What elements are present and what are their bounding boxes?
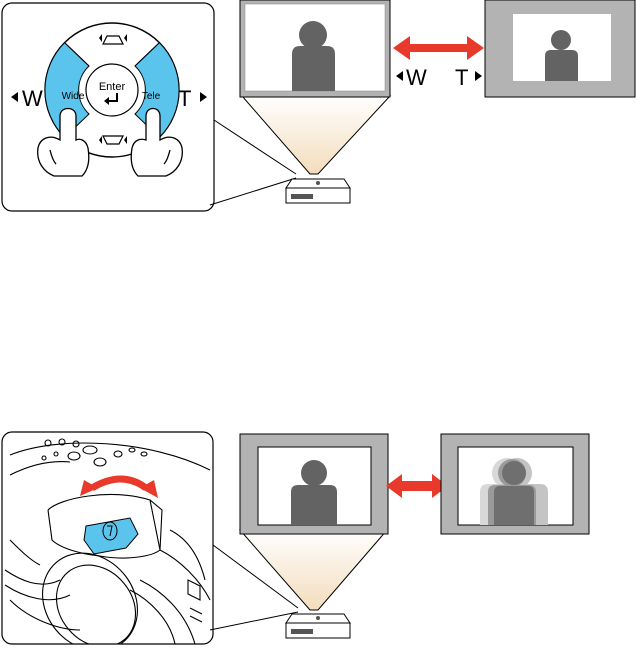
screen-w-label: W bbox=[406, 65, 427, 90]
focus-double-arrow bbox=[386, 474, 448, 498]
projected-screen-wide bbox=[240, 0, 390, 97]
person-silhouette-head bbox=[299, 21, 327, 49]
zoom-diagram: Enter Wide Tele W T bbox=[0, 0, 636, 215]
remote-w-label: W bbox=[22, 86, 43, 111]
remote-t-label: T bbox=[178, 86, 191, 111]
zoom-diagram-svg: Enter Wide Tele W T bbox=[0, 0, 636, 215]
focus-diagram-svg bbox=[0, 430, 636, 649]
projector-icon bbox=[286, 614, 350, 638]
screen-t-label: T bbox=[455, 65, 468, 90]
person-silhouette-head bbox=[301, 460, 327, 486]
wide-button-label: Wide bbox=[62, 91, 85, 102]
projected-screen-blurred bbox=[441, 434, 589, 534]
arrow-left-icon bbox=[396, 71, 403, 81]
projected-screen-sharp bbox=[240, 434, 388, 534]
focus-diagram bbox=[0, 430, 636, 649]
person-silhouette-body bbox=[291, 485, 337, 525]
person-silhouette-body bbox=[292, 46, 335, 91]
person-silhouette-body bbox=[545, 50, 578, 81]
callout-line bbox=[210, 612, 298, 630]
zoom-double-arrow bbox=[393, 36, 484, 60]
projection-beam bbox=[240, 530, 387, 610]
projected-screen-tele bbox=[485, 0, 635, 97]
projector-icon bbox=[286, 179, 350, 203]
person-silhouette-head bbox=[551, 30, 571, 50]
enter-label: Enter bbox=[99, 81, 126, 93]
arrow-right-icon bbox=[475, 71, 482, 81]
tele-button-label: Tele bbox=[142, 91, 161, 102]
projection-beam bbox=[242, 96, 390, 174]
callout-line bbox=[210, 178, 296, 205]
